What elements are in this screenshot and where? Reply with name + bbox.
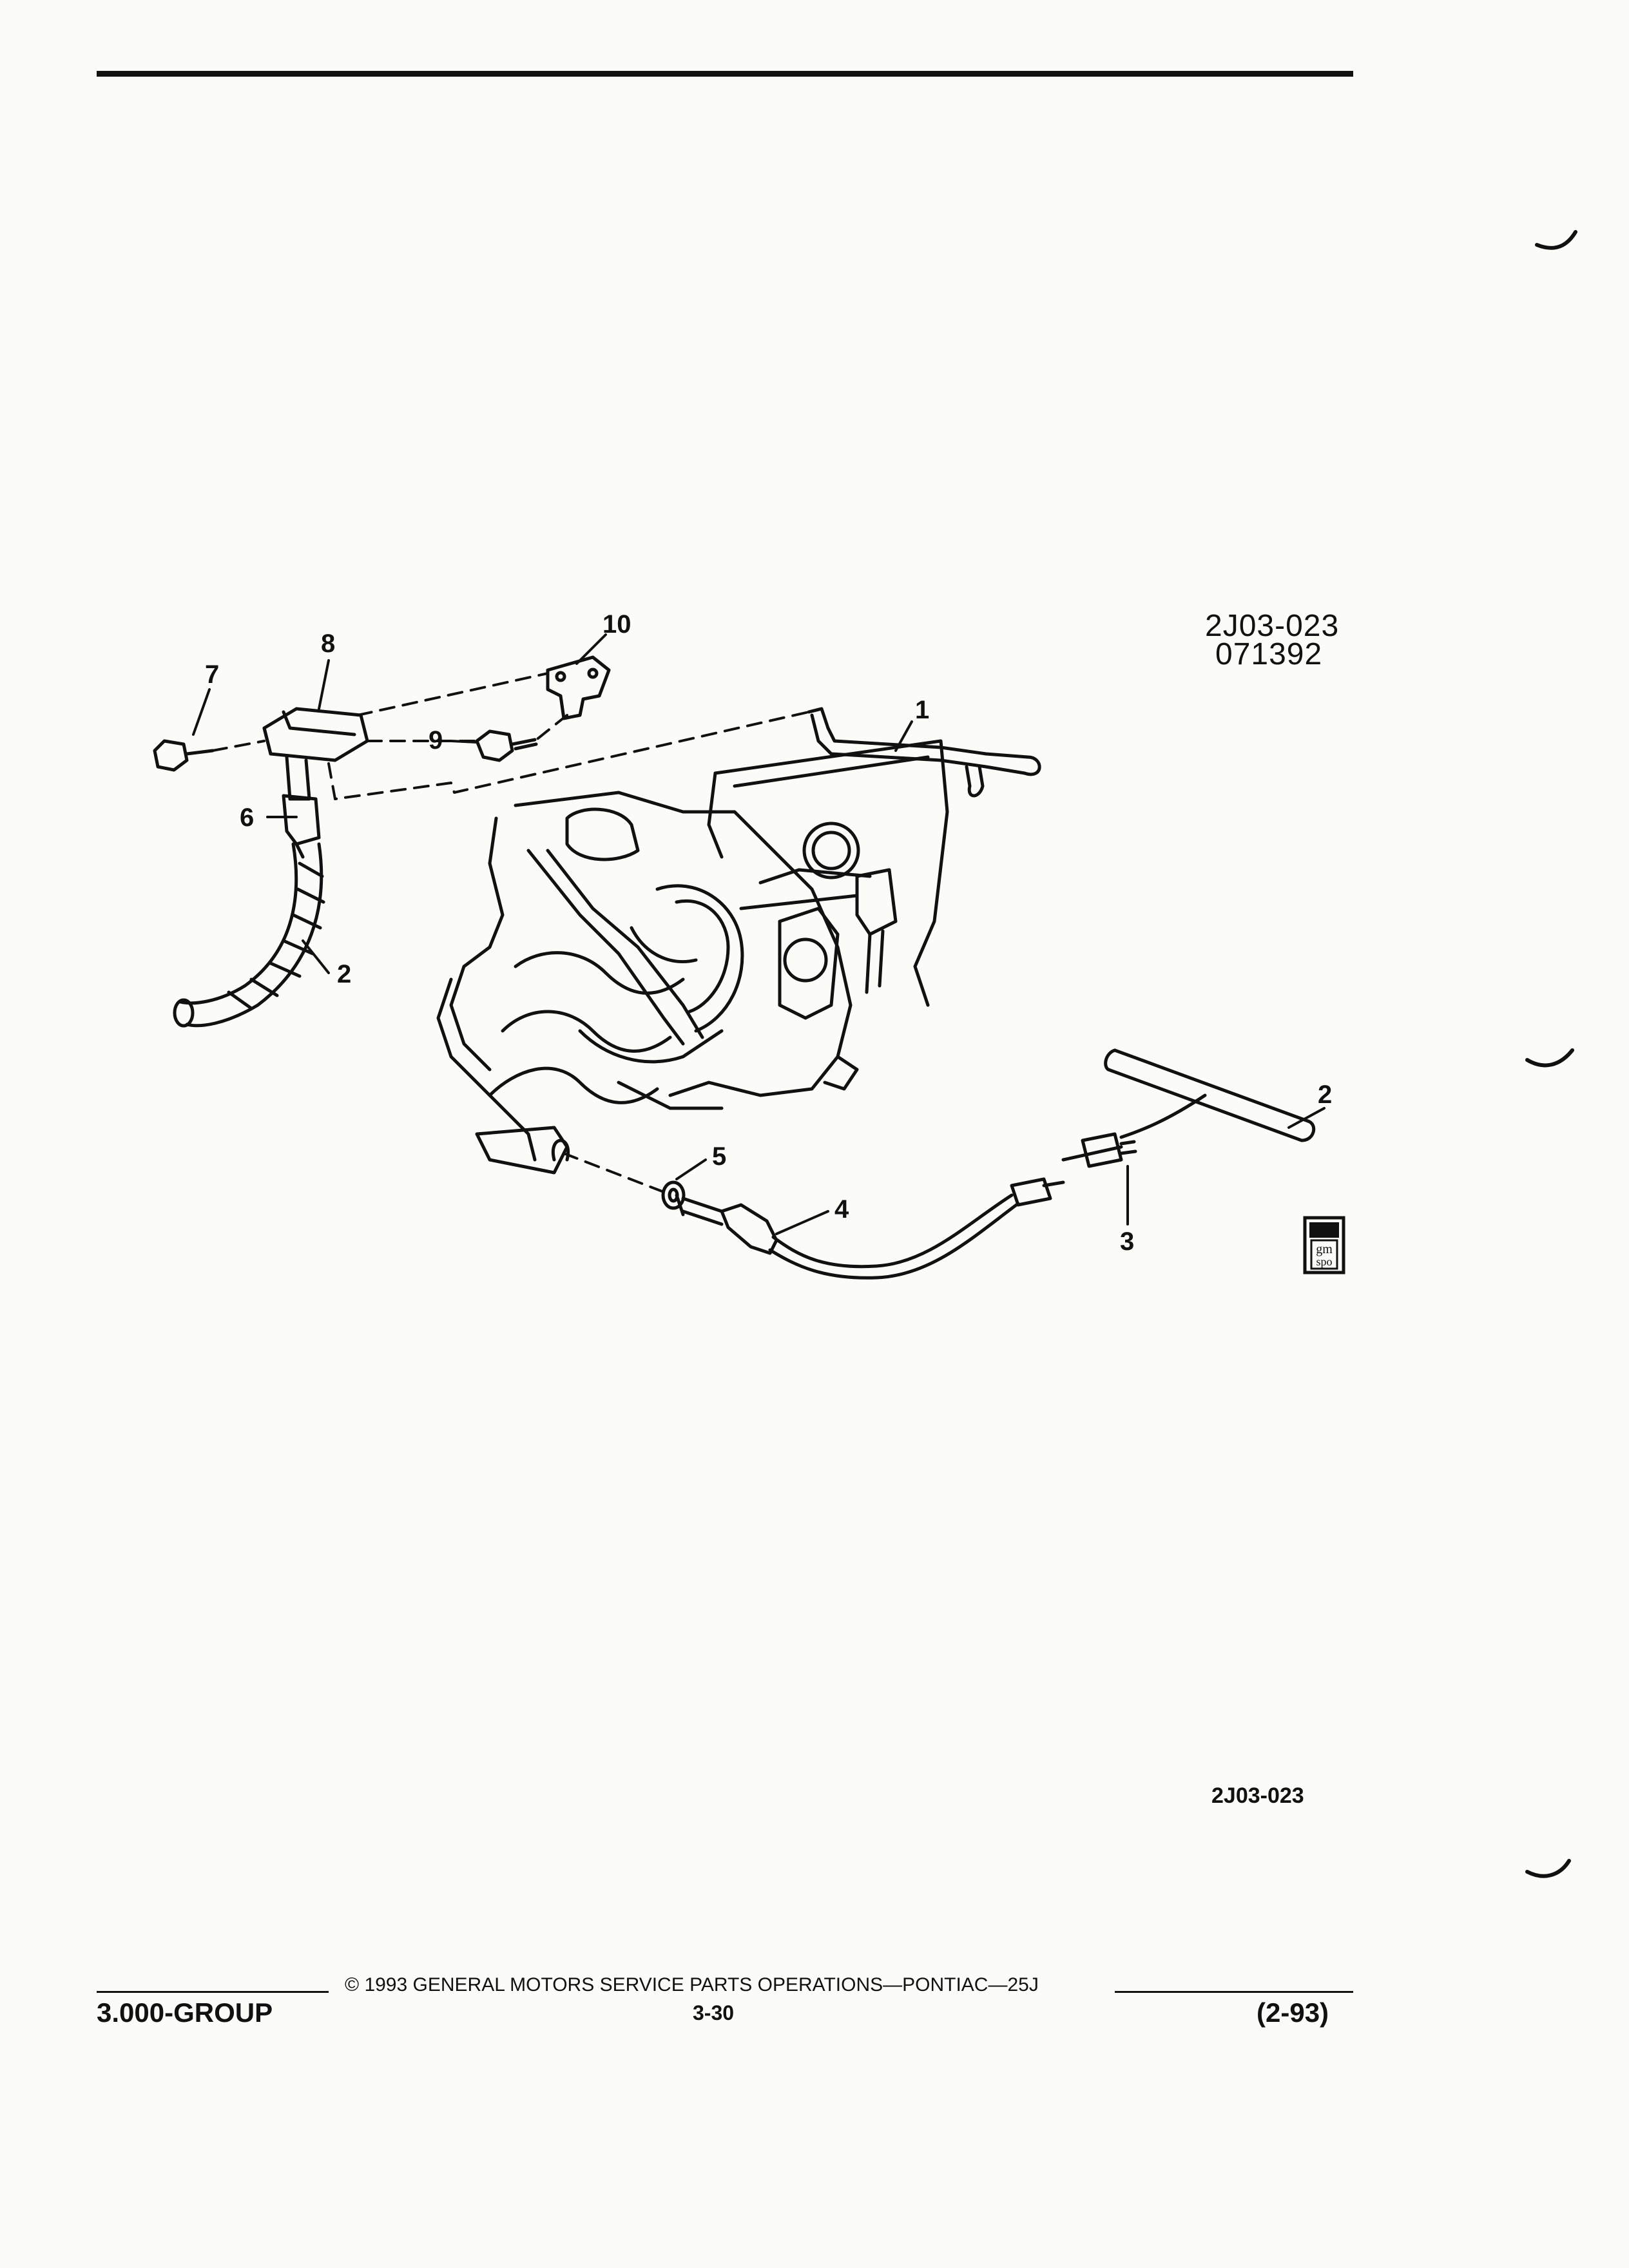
part-4-sensor — [675, 1193, 778, 1255]
callout-4: 4 — [834, 1195, 849, 1224]
assembly-lines — [211, 672, 810, 1193]
footer-rule-left — [97, 1991, 329, 1993]
part-8-sensor — [262, 707, 369, 801]
callout-10: 10 — [602, 610, 631, 639]
footer-group: 3.000-GROUP — [97, 1997, 273, 2028]
part-1-hose — [807, 707, 1041, 798]
part-4-cable — [768, 1177, 1065, 1280]
binder-mark-middle — [1525, 1048, 1574, 1068]
footer-page-number: 3-30 — [693, 2001, 735, 2024]
engine-assembly — [436, 739, 949, 1175]
spo-logo-text: spo — [1316, 1255, 1332, 1268]
callout-2-right: 2 — [1318, 1081, 1332, 1109]
part-2-harness-left — [173, 842, 325, 1028]
gm-spo-logo: gm spo — [1303, 1216, 1345, 1274]
illustration-reference: 2J03-023 — [1211, 1783, 1304, 1808]
callout-3: 3 — [1120, 1227, 1134, 1256]
part-9-bolt — [475, 729, 538, 762]
footer-rule-right — [1115, 1991, 1353, 1993]
binder-mark-bottom — [1525, 1859, 1571, 1878]
part-2-harness-right — [1104, 1048, 1316, 1142]
binder-mark-top — [1535, 230, 1577, 250]
part-5-gasket — [661, 1180, 686, 1210]
callout-1: 1 — [915, 696, 929, 724]
part-3-connector — [1061, 1132, 1137, 1168]
illustration-id: 2J03-023 071392 — [1205, 609, 1340, 671]
leader-lines — [192, 633, 1325, 1235]
illustration-id-line2: 071392 — [1215, 637, 1323, 671]
illustration-id-line1: 2J03-023 — [1205, 609, 1340, 643]
callout-7: 7 — [205, 660, 219, 689]
part-10-bracket — [546, 655, 611, 720]
callout-5: 5 — [712, 1142, 726, 1171]
gm-logo-text: gm — [1316, 1242, 1333, 1256]
footer-copyright: © 1993 GENERAL MOTORS SERVICE PARTS OPER… — [345, 1974, 1039, 1995]
callout-9: 9 — [429, 726, 443, 754]
footer-date: (2-93) — [1257, 1997, 1329, 2028]
part-6-connector — [282, 794, 321, 859]
callout-6: 6 — [240, 803, 254, 832]
callout-2-left: 2 — [337, 960, 351, 988]
part-7-bolt — [153, 739, 215, 772]
callout-8: 8 — [321, 629, 335, 658]
top-rule — [97, 71, 1353, 77]
